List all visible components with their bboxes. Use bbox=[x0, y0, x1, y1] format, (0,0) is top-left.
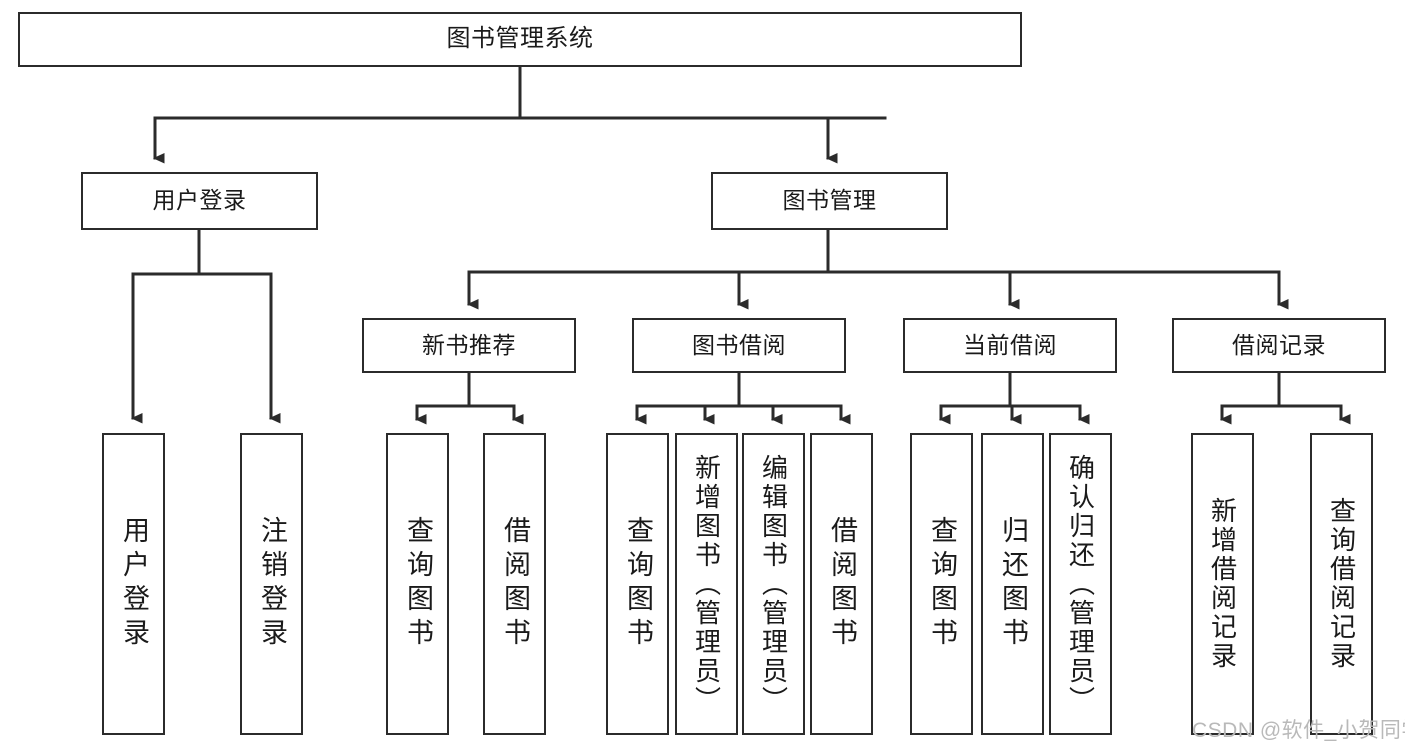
node-current-borrow[interactable]: 当前借阅 bbox=[903, 318, 1117, 373]
node-label: 编辑图书（管理员） bbox=[758, 453, 789, 715]
node-label: 图书管理 bbox=[782, 187, 877, 214]
node-label: 图书管理系统 bbox=[446, 25, 594, 53]
node-book-manage[interactable]: 图书管理 bbox=[711, 172, 948, 230]
node-leaf-user-logout[interactable]: 注销登录 bbox=[240, 433, 303, 735]
node-leaf-query-book-1[interactable]: 查询图书 bbox=[386, 433, 449, 735]
node-label: 注销登录 bbox=[257, 516, 287, 652]
node-label: 借阅图书 bbox=[827, 516, 857, 652]
node-label: 用户登录 bbox=[152, 187, 247, 214]
node-label: 新增图书（管理员） bbox=[691, 453, 722, 715]
node-label: 确认归还（管理员） bbox=[1065, 453, 1096, 715]
node-new-book-rec[interactable]: 新书推荐 bbox=[362, 318, 576, 373]
node-label: 查询图书 bbox=[927, 516, 957, 652]
node-label: 查询图书 bbox=[623, 516, 653, 652]
node-user-login[interactable]: 用户登录 bbox=[81, 172, 318, 230]
csdn-watermark: CSDN @软件_小贺同学 bbox=[1192, 719, 1405, 742]
node-leaf-return-book[interactable]: 归还图书 bbox=[981, 433, 1044, 735]
node-leaf-edit-book[interactable]: 编辑图书（管理员） bbox=[742, 433, 805, 735]
node-leaf-borrow-book-2[interactable]: 借阅图书 bbox=[810, 433, 873, 735]
node-label: 借阅图书 bbox=[500, 516, 530, 652]
node-leaf-query-record[interactable]: 查询借阅记录 bbox=[1310, 433, 1373, 735]
node-label: 图书借阅 bbox=[692, 331, 786, 358]
node-label: 当前借阅 bbox=[963, 331, 1057, 358]
node-leaf-query-book-3[interactable]: 查询图书 bbox=[910, 433, 973, 735]
node-leaf-add-record[interactable]: 新增借阅记录 bbox=[1191, 433, 1254, 735]
node-label: 归还图书 bbox=[998, 516, 1028, 652]
node-leaf-borrow-book-1[interactable]: 借阅图书 bbox=[483, 433, 546, 735]
node-root[interactable]: 图书管理系统 bbox=[18, 12, 1022, 67]
node-leaf-user-login[interactable]: 用户登录 bbox=[102, 433, 165, 735]
node-leaf-add-book[interactable]: 新增图书（管理员） bbox=[675, 433, 738, 735]
node-label: 新书推荐 bbox=[422, 331, 516, 358]
node-leaf-confirm-return[interactable]: 确认归还（管理员） bbox=[1049, 433, 1112, 735]
node-label: 借阅记录 bbox=[1232, 331, 1326, 358]
node-book-borrow[interactable]: 图书借阅 bbox=[632, 318, 846, 373]
node-label: 新增借阅记录 bbox=[1207, 497, 1238, 671]
node-label: 用户登录 bbox=[119, 516, 149, 652]
node-borrow-record[interactable]: 借阅记录 bbox=[1172, 318, 1386, 373]
node-label: 查询借阅记录 bbox=[1326, 497, 1357, 671]
node-leaf-query-book-2[interactable]: 查询图书 bbox=[606, 433, 669, 735]
node-label: 查询图书 bbox=[403, 516, 433, 652]
